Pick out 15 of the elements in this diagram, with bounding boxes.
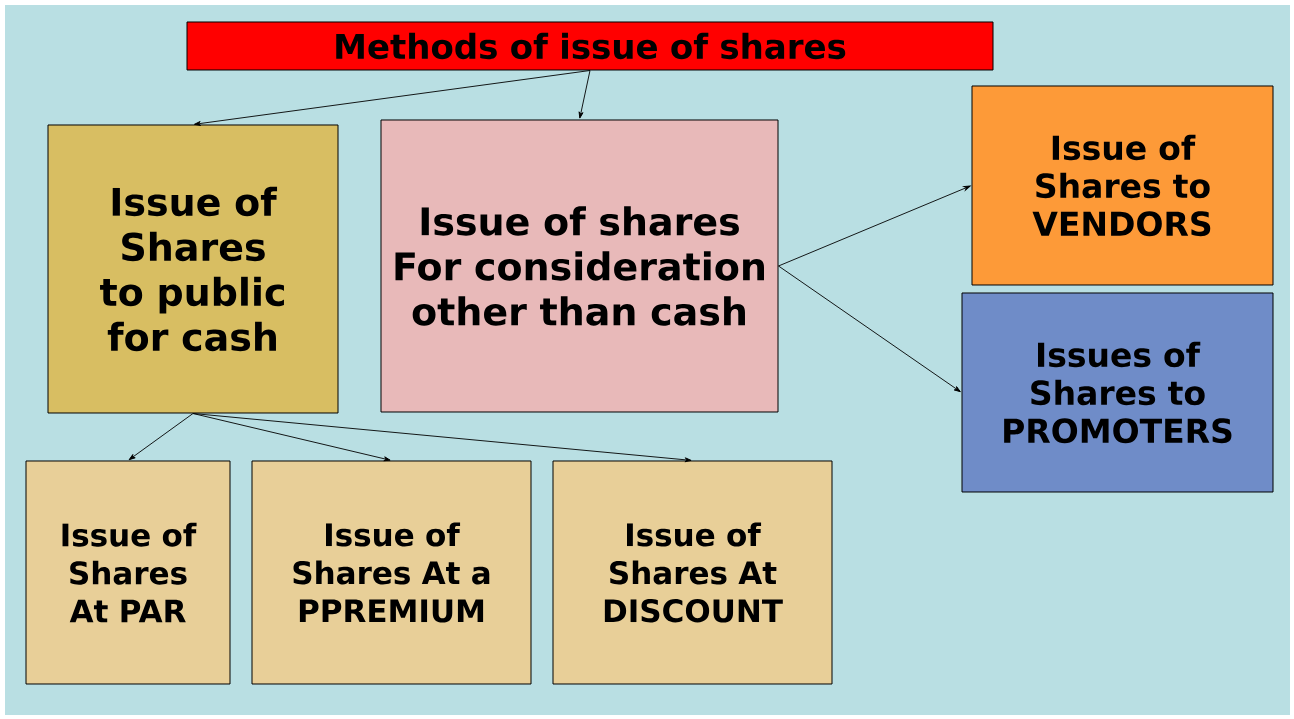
title-box: Methods of issue of shares <box>186 21 994 71</box>
method-box: Issue of Shares to VENDORS <box>971 85 1274 286</box>
category-box: Issue of shares For consideration other than cash <box>380 119 779 413</box>
category-box: Issue of Shares to public for cash <box>47 124 339 414</box>
arrow <box>192 413 692 463</box>
method-box: Issue of Shares At PAR <box>25 460 231 685</box>
arrow <box>128 413 194 461</box>
arrow <box>192 413 391 462</box>
arrow <box>778 265 961 393</box>
arrow <box>578 70 591 119</box>
method-box: Issue of Shares At DISCOUNT <box>552 460 833 685</box>
method-box: Issue of Shares At a PPREMIUM <box>251 460 532 685</box>
method-box: Issues of Shares to PROMOTERS <box>961 292 1274 493</box>
arrow <box>778 185 971 267</box>
arrow <box>193 70 591 126</box>
